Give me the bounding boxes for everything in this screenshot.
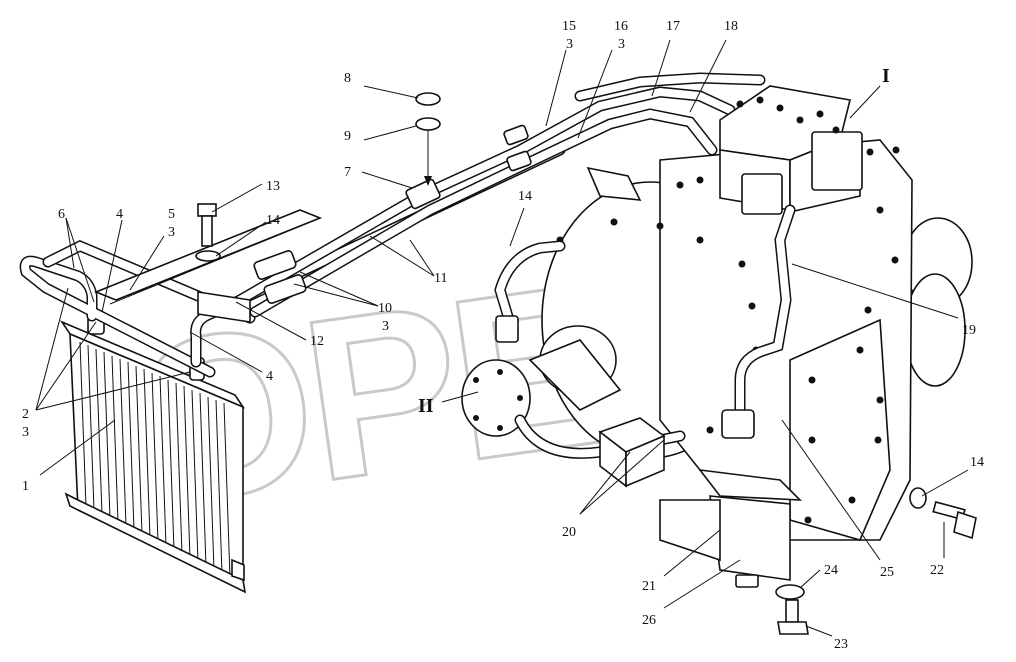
label-12: 12 xyxy=(310,334,324,349)
label-19: 19 xyxy=(962,323,976,338)
label-11: 11 xyxy=(434,271,447,286)
label-14-middle: 14 xyxy=(518,189,532,204)
label-16-sub: 3 xyxy=(618,37,625,52)
label-4-upper: 4 xyxy=(116,207,123,222)
housing-bolts xyxy=(556,96,900,524)
long-hoses xyxy=(195,72,766,323)
transmission-housing xyxy=(541,85,973,541)
label-9: 9 xyxy=(344,129,351,144)
label-6: 6 xyxy=(58,207,65,222)
label-10-sub: 3 xyxy=(382,319,389,334)
label-22: 22 xyxy=(930,563,944,578)
pump-assembly xyxy=(461,240,686,459)
view-label-II: II xyxy=(418,395,434,417)
label-25: 25 xyxy=(880,565,894,580)
view-label-I: I xyxy=(882,65,890,87)
label-23: 23 xyxy=(834,637,848,652)
label-5-sub: 3 xyxy=(168,225,175,240)
filter-assembly xyxy=(598,204,803,588)
label-21: 21 xyxy=(642,579,656,594)
label-5: 5 xyxy=(168,207,175,222)
label-10: 10 xyxy=(378,301,392,316)
label-4-lower: 4 xyxy=(266,369,273,384)
label-8: 8 xyxy=(344,71,351,86)
label-14-left: 14 xyxy=(266,213,280,228)
label-15: 15 xyxy=(562,19,576,34)
label-1: 1 xyxy=(22,479,29,494)
leader-lines xyxy=(35,39,969,637)
label-26: 26 xyxy=(642,613,656,628)
label-7: 7 xyxy=(344,165,351,180)
label-20: 20 xyxy=(562,525,576,540)
label-2-sub: 3 xyxy=(22,425,29,440)
label-16: 16 xyxy=(614,19,628,34)
label-14-right: 14 xyxy=(970,455,984,470)
callout-labels: 1 2 3 6 4 5 3 4 13 14 12 10 3 11 7 8 9 1… xyxy=(22,19,984,652)
label-24: 24 xyxy=(824,563,838,578)
oil-cooler-radiator xyxy=(59,311,247,594)
label-13: 13 xyxy=(266,179,280,194)
loose-fasteners xyxy=(775,487,977,635)
label-15-sub: 3 xyxy=(566,37,573,52)
label-2: 2 xyxy=(22,407,29,422)
label-17: 17 xyxy=(666,19,680,34)
label-18: 18 xyxy=(724,19,738,34)
